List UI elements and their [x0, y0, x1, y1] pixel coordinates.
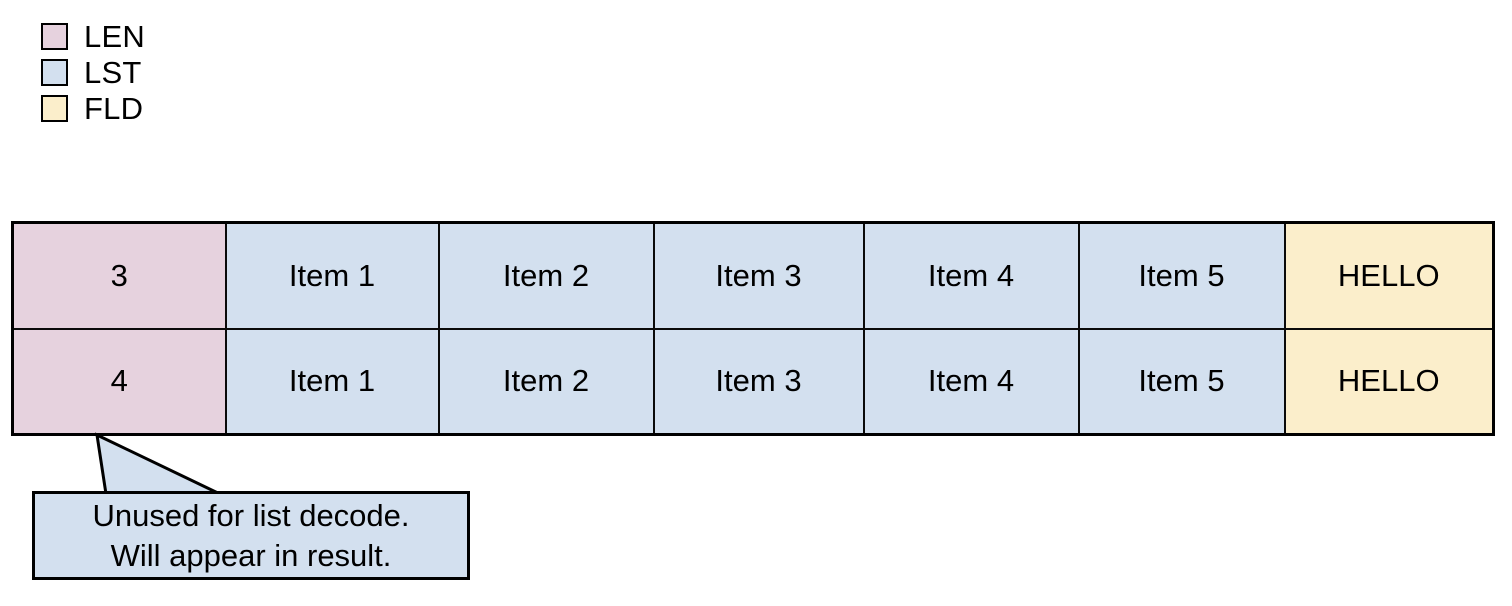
fld-color-swatch	[41, 94, 68, 122]
cell-item-row2-1: Item 1	[224, 327, 440, 435]
legend-label-fld: FLD	[84, 90, 144, 126]
cell-item-row2-5: Item 5	[1077, 327, 1286, 435]
cell-item-row2-3: Item 3	[652, 327, 865, 435]
legend-label-lst: LST	[84, 54, 142, 90]
cell-fld-row2: HELLO	[1283, 327, 1494, 435]
cell-item-row1-4: Item 4	[862, 222, 1080, 330]
cell-item-row1-5: Item 5	[1077, 222, 1286, 330]
cell-item-row2-2: Item 2	[437, 327, 655, 435]
callout-line-1: Unused for list decode.	[92, 497, 410, 533]
callout-tail-shape	[95, 432, 221, 496]
cell-item-row1-3: Item 3	[652, 222, 865, 330]
callout-line-2: Will appear in result.	[110, 537, 392, 573]
cell-item-row1-1: Item 1	[224, 222, 440, 330]
legend: LEN LST FLD	[41, 18, 341, 126]
table-row: 4 Item 1 Item 2 Item 3 Item 4 Item 5 HEL…	[12, 327, 1494, 435]
legend-item-len: LEN	[41, 18, 341, 54]
packet-layout-table: 3 Item 1 Item 2 Item 3 Item 4 Item 5 HEL…	[11, 221, 1495, 436]
lst-color-swatch	[41, 58, 68, 86]
len-color-swatch	[41, 22, 68, 50]
cell-item-row1-2: Item 2	[437, 222, 655, 330]
legend-item-lst: LST	[41, 54, 341, 90]
cell-item-row2-4: Item 4	[862, 327, 1080, 435]
cell-len-row2: 4	[12, 327, 227, 435]
legend-item-fld: FLD	[41, 90, 341, 126]
cell-len-row1: 3	[12, 222, 227, 330]
cell-fld-row1: HELLO	[1283, 222, 1494, 330]
legend-label-len: LEN	[84, 18, 145, 54]
table-row: 3 Item 1 Item 2 Item 3 Item 4 Item 5 HEL…	[12, 222, 1494, 330]
callout-box: Unused for list decode. Will appear in r…	[32, 491, 470, 580]
